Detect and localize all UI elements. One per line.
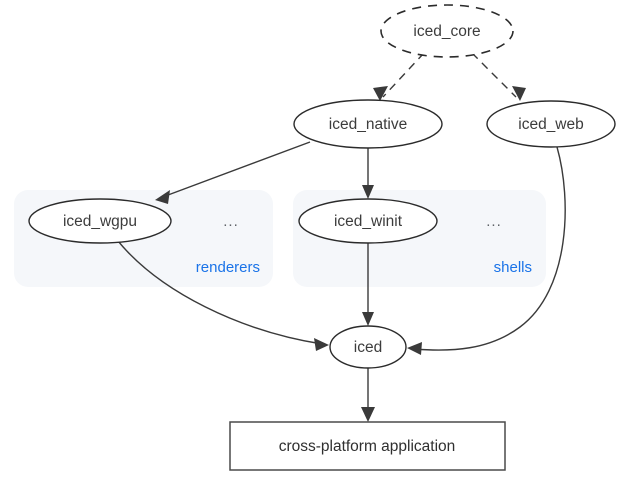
- edge-core-to-web-line: [471, 52, 517, 98]
- node-iced-native[interactable]: iced_native: [293, 99, 443, 149]
- edge-native-to-wgpu-line: [159, 141, 311, 199]
- node-iced-winit-shape[interactable]: [298, 198, 438, 244]
- node-iced-web[interactable]: iced_web: [486, 100, 616, 148]
- node-iced-web-shape[interactable]: [486, 100, 616, 148]
- renderers-more-ellipsis: ...: [223, 213, 239, 230]
- edge-winit-to-iced: [362, 243, 374, 326]
- node-iced-wgpu[interactable]: iced_wgpu: [28, 198, 172, 244]
- node-iced-wgpu-shape[interactable]: [28, 198, 172, 244]
- edge-core-to-web-arrowhead: [512, 86, 526, 101]
- edge-core-to-native: [373, 52, 425, 101]
- shells-more-ellipsis: ...: [486, 213, 502, 230]
- edge-iced-to-app-arrowhead: [361, 407, 375, 422]
- edge-web-to-iced: [407, 146, 566, 355]
- edge-native-to-winit-arrowhead: [362, 185, 374, 199]
- node-iced-winit-label: iced_winit: [334, 213, 403, 230]
- node-cross-platform-application-label: cross-platform application: [279, 438, 456, 455]
- node-cross-platform-application[interactable]: cross-platform application: [229, 421, 506, 471]
- node-iced-native-label: iced_native: [329, 116, 407, 133]
- node-cross-platform-application-shape[interactable]: [229, 421, 506, 471]
- edge-core-to-native-arrowhead: [373, 86, 388, 101]
- node-iced-core-shape[interactable]: [380, 4, 514, 58]
- edge-core-to-web: [471, 52, 526, 101]
- edge-native-to-wgpu-arrowhead: [155, 190, 170, 204]
- node-iced-shape[interactable]: [329, 325, 407, 369]
- node-iced-winit[interactable]: iced_winit: [298, 198, 438, 244]
- node-iced-core-label: iced_core: [413, 23, 480, 40]
- cluster-shells-label: shells: [494, 259, 532, 276]
- cluster-renderers-label: renderers: [196, 259, 260, 276]
- node-iced-web-label: iced_web: [518, 116, 584, 133]
- edge-wgpu-to-iced: [117, 240, 329, 351]
- edge-iced-to-app: [361, 368, 375, 422]
- edge-core-to-native-line: [382, 52, 425, 98]
- edge-web-to-iced-line: [413, 146, 566, 351]
- node-iced-wgpu-label: iced_wgpu: [63, 213, 137, 230]
- edge-native-to-winit: [362, 148, 374, 199]
- edge-web-to-iced-arrowhead: [407, 342, 422, 355]
- node-iced-native-shape[interactable]: [293, 99, 443, 149]
- edge-wgpu-to-iced-line: [117, 240, 323, 345]
- edge-wgpu-to-iced-arrowhead: [314, 338, 329, 351]
- node-iced-core[interactable]: iced_core: [380, 4, 514, 58]
- node-iced[interactable]: iced: [329, 325, 407, 369]
- node-iced-label: iced: [354, 339, 382, 356]
- edge-winit-to-iced-arrowhead: [362, 312, 374, 326]
- edge-native-to-wgpu: [155, 141, 311, 204]
